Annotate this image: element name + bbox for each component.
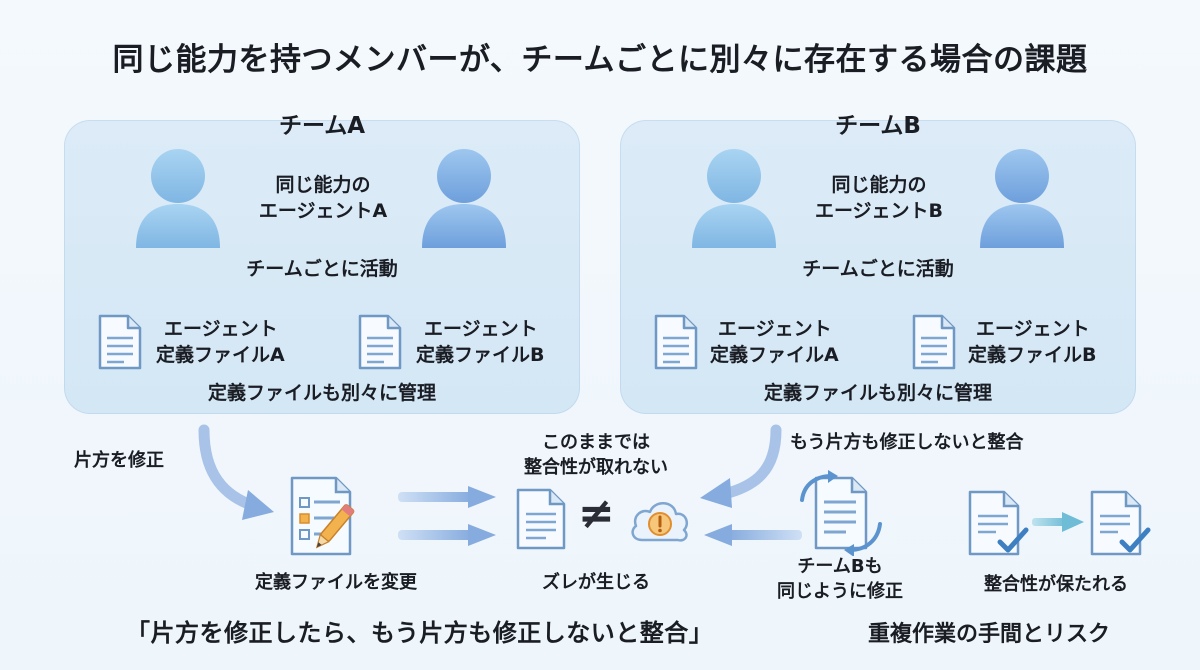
inconsistent-warning: このままでは 整合性が取れない: [496, 430, 696, 480]
mismatch-label: ズレが生じる: [542, 572, 650, 593]
sync-document-icon: [794, 470, 886, 556]
check-document-icon: [1088, 488, 1152, 560]
person-icon: [976, 146, 1068, 250]
file-label-line2: 定義ファイルA: [156, 344, 285, 366]
team-b-file-b-label: エージェント 定義ファイルB: [968, 316, 1096, 368]
footer-quote: 「片方を修正したら、もう片方も修正しないと整合」: [126, 619, 714, 647]
document-icon: [910, 312, 958, 372]
arrow-icon: [690, 424, 790, 514]
agent-caption-line2: エージェントB: [814, 200, 944, 222]
warning-cloud-icon: [628, 496, 692, 544]
document-icon: [96, 312, 144, 372]
document-icon: [652, 312, 700, 372]
team-b-manage-note: 定義ファイルも別々に管理: [763, 382, 992, 404]
file-label-line2: 定義ファイルB: [968, 344, 1097, 366]
file-label-line1: エージェント: [424, 318, 538, 340]
team-b-activity: チームごとに活動: [802, 258, 954, 280]
team-b-panel: [620, 120, 1136, 414]
team-b-agent-caption: 同じ能力の エージェントB: [790, 172, 968, 224]
file-label-line1: エージェント: [718, 318, 832, 340]
file-label-line2: 定義ファイルB: [416, 344, 545, 366]
team-b-file-a-label: エージェント 定義ファイルA: [710, 316, 839, 368]
team-a-file-a-label: エージェント 定義ファイルA: [156, 316, 285, 368]
team-b-label: チームB: [835, 113, 921, 139]
arrow-icon: [1032, 512, 1086, 532]
agent-caption-line2: エージェントA: [258, 200, 388, 222]
team-b-fix-line2: 同じように修正: [777, 581, 903, 602]
team-b-fix-label: チームBも 同じように修正: [760, 554, 920, 604]
person-icon: [132, 146, 224, 250]
file-label-line1: エージェント: [976, 318, 1090, 340]
team-b-fix-line1: チームBも: [797, 556, 883, 577]
agent-caption-line1: 同じ能力の: [831, 174, 927, 196]
page-title: 同じ能力を持つメンバーが、チームごとに別々に存在する場合の課題: [112, 42, 1088, 78]
person-icon: [418, 146, 510, 250]
person-icon: [688, 146, 780, 250]
modify-other-label: もう片方も修正しないと整合: [790, 432, 1024, 453]
document-icon: [514, 486, 568, 552]
document-icon: [356, 312, 404, 372]
footer-risk: 重複作業の手間とリスク: [868, 622, 1111, 647]
edit-document-icon: [286, 474, 378, 560]
check-document-icon: [966, 488, 1030, 560]
team-a-label: チームA: [278, 113, 366, 139]
file-label-line1: エージェント: [164, 318, 278, 340]
arrow-icon: [398, 524, 498, 546]
team-a-panel: [64, 120, 580, 414]
team-a-agent-caption: 同じ能力の エージェントA: [234, 172, 412, 224]
agent-caption-line1: 同じ能力の: [275, 174, 371, 196]
arrow-icon: [190, 424, 282, 524]
modify-one-label: 片方を修正: [74, 450, 164, 471]
team-a-file-b-label: エージェント 定義ファイルB: [416, 316, 544, 368]
file-label-line2: 定義ファイルA: [710, 344, 839, 366]
change-file-label: 定義ファイルを変更: [255, 572, 417, 593]
team-a-manage-note: 定義ファイルも別々に管理: [207, 382, 436, 404]
arrow-icon: [702, 524, 802, 546]
team-a-activity: チームごとに活動: [246, 258, 398, 280]
consistent-label: 整合性が保たれる: [984, 574, 1128, 595]
not-equal-sign: ≠: [578, 488, 615, 539]
warning-line2: 整合性が取れない: [524, 457, 668, 478]
warning-line1: このままでは: [542, 432, 650, 453]
arrow-icon: [398, 486, 498, 508]
